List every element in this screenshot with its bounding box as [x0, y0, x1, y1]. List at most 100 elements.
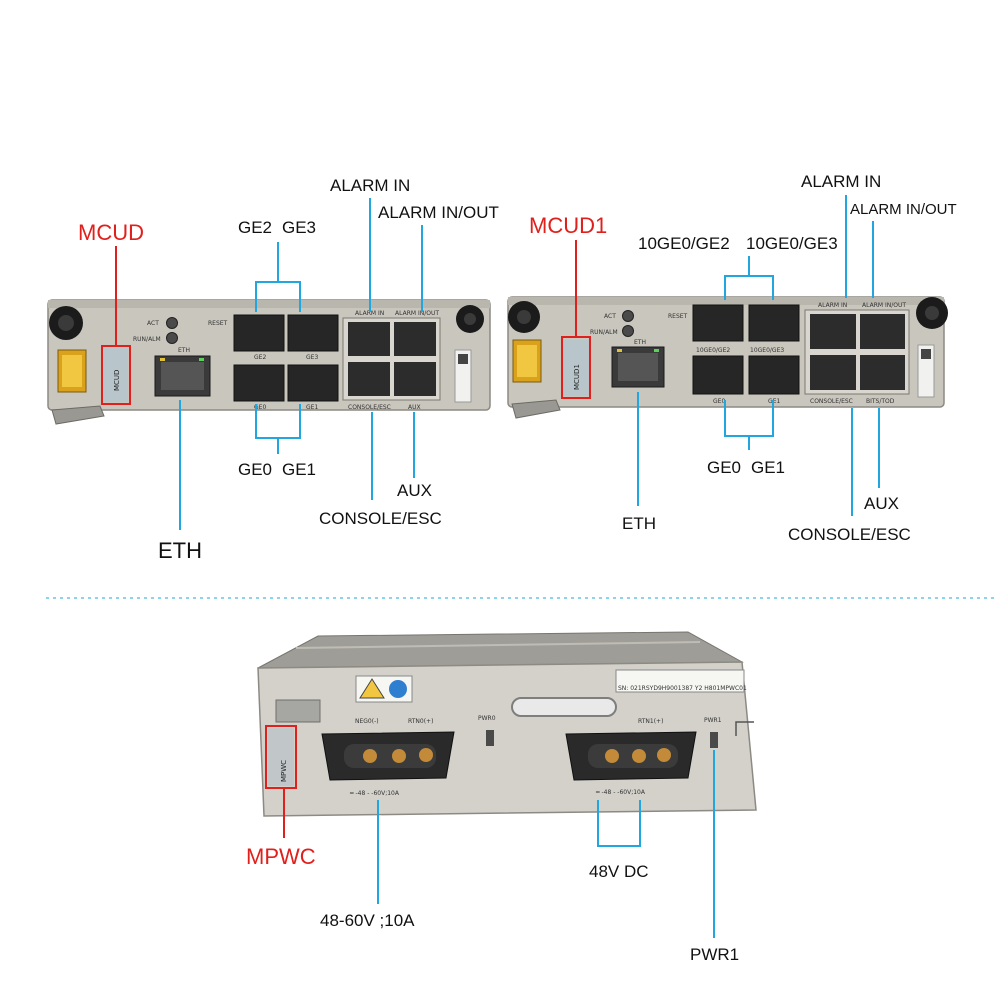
10ge0-ge2-port[interactable]: [692, 304, 744, 342]
mpwc-name-plate: [268, 728, 294, 786]
alarm-in-panel-text: ALARM IN: [818, 302, 847, 309]
mcud-board: MCUD ACT RUN/ALM RESET ETH GE2 GE3 GE0 G…: [47, 299, 491, 425]
act-led-icon: [622, 310, 634, 322]
ejector-lever-icon[interactable]: [511, 399, 561, 419]
eth-port-inner: [161, 362, 204, 390]
bits-tod-port[interactable]: [860, 355, 905, 390]
pin-icon: [363, 749, 377, 763]
mpwc-highlight-box: [265, 725, 297, 789]
ge0-port[interactable]: [233, 364, 285, 402]
thumbscrew-center-icon: [925, 306, 939, 320]
laser-warning-inner: [517, 345, 537, 377]
mpwc-title: MPWC: [246, 844, 316, 869]
ge3-panel-text: 10GE0/GE3: [750, 347, 784, 354]
mpwc-board: SN: 021RSYD9H9001387 Y2 H801MPWC01 MPWC …: [257, 631, 757, 817]
dc-label: 48V DC: [589, 862, 649, 881]
eth-label: ETH: [158, 538, 202, 563]
mcud1-highlight-box: [561, 336, 591, 399]
ge1-panel-text: GE1: [768, 398, 780, 405]
ge0-panel-text: GE0: [713, 398, 725, 405]
thumbscrew-center-icon: [58, 315, 74, 331]
ge3-panel-text: GE3: [306, 354, 318, 361]
pin-icon: [392, 749, 406, 763]
eth-led-icon: [160, 358, 165, 361]
mpwc-vertical-name: MPWC: [280, 760, 288, 782]
chassis-rib: [295, 641, 701, 649]
ge0-label: GE0: [707, 458, 741, 477]
10ge0-ge3-label: 10GE0/GE3: [746, 234, 838, 253]
reset-text: RESET: [208, 320, 228, 327]
alarm-in-out-panel-text: ALARM IN/OUT: [862, 302, 906, 309]
rating-right-text: ═ -48 - -60V;10A: [595, 789, 646, 796]
manual-icon: [389, 680, 407, 698]
mcud1-vertical-name: MCUD1: [573, 364, 581, 390]
pin-icon: [419, 748, 433, 762]
ge0-port[interactable]: [692, 355, 744, 395]
mpwc-annotations: MPWC 48-60V ;10A 48V DC PWR1: [246, 725, 739, 964]
thumbscrew-center-icon: [464, 313, 476, 325]
pwr0-led-icon: [486, 730, 494, 746]
alarm-in-out-port[interactable]: [860, 314, 905, 349]
bits-tod-panel-text: BITS/TOD: [866, 398, 895, 405]
console-label: CONSOLE/ESC: [788, 525, 911, 544]
ge1-label: GE1: [282, 460, 316, 479]
aux-label: AUX: [864, 494, 899, 513]
serial-sticker: [615, 669, 745, 693]
ge0-panel-text: GE0: [254, 404, 266, 411]
aux-port[interactable]: [394, 362, 436, 396]
alarm-in-out-port[interactable]: [394, 322, 436, 356]
qr-code-icon: [458, 354, 468, 364]
console-esc-port[interactable]: [810, 355, 856, 390]
mcud1-board: MCUD1 ACT RUN/ALM RESET ETH 10GE0/GE2 10…: [507, 296, 948, 419]
eth-panel-text: ETH: [634, 339, 646, 346]
mpwc-latch-icon[interactable]: [275, 699, 321, 723]
warning-triangle-icon: [359, 678, 385, 699]
ge1-port[interactable]: [748, 355, 800, 395]
console-esc-port[interactable]: [348, 362, 390, 396]
panel-corner-mark-icon: [735, 721, 754, 736]
pin-icon: [657, 748, 671, 762]
ejector-lever-icon[interactable]: [51, 405, 105, 425]
mpwc-handle-icon[interactable]: [511, 697, 617, 717]
10ge0-ge3-port[interactable]: [748, 304, 800, 342]
eth-led-icon: [654, 349, 659, 352]
ge2-label: GE2: [238, 218, 272, 237]
alarm-in-out-label: ALARM IN/OUT: [378, 203, 499, 222]
pin-icon: [632, 749, 646, 763]
alarm-in-port[interactable]: [348, 322, 390, 356]
thumbscrew-center-icon: [517, 310, 531, 324]
mcud-annotations: MCUD GE2 GE3 ALARM IN ALARM IN/OUT GE0 G…: [78, 176, 499, 563]
serial-text: SN: 021RSYD9H9001387 Y2 H801MPWC01: [618, 685, 747, 692]
alarm-in-label: ALARM IN: [330, 176, 410, 195]
ge2-port[interactable]: [233, 314, 285, 352]
rtn0-text: RTN0(+): [408, 718, 433, 725]
pin-icon: [605, 749, 619, 763]
mcud1-panel-top-edge: [508, 297, 944, 305]
alarm-in-label: ALARM IN: [801, 172, 881, 191]
act-led-icon: [166, 317, 178, 329]
ge3-label: GE3: [282, 218, 316, 237]
ge3-port[interactable]: [287, 314, 339, 352]
eth-port-inner: [618, 353, 658, 381]
ge2-panel-text: GE2: [254, 354, 266, 361]
spec-label: 48-60V ;10A: [320, 911, 415, 930]
ge1-panel-text: GE1: [306, 404, 318, 411]
eth-label: ETH: [622, 514, 656, 533]
console-panel-text: CONSOLE/ESC: [348, 404, 391, 411]
pwr0-text: PWR0: [478, 715, 496, 722]
act-text: ACT: [147, 320, 159, 327]
pwr1-text: PWR1: [704, 717, 722, 724]
mcud-vertical-name: MCUD: [113, 370, 121, 391]
alarm-in-port[interactable]: [810, 314, 856, 349]
pwr1-led-icon: [710, 732, 718, 748]
eth-panel-text: ETH: [178, 347, 190, 354]
run-alm-text: RUN/ALM: [133, 336, 161, 343]
mcud1-annotations: MCUD1 10GE0/GE2 10GE0/GE3 ALARM IN ALARM…: [529, 172, 957, 544]
ge1-port[interactable]: [287, 364, 339, 402]
dc-bracket: [597, 800, 641, 847]
ge0-label: GE0: [238, 460, 272, 479]
console-label: CONSOLE/ESC: [319, 509, 442, 528]
rating-left-text: ═ -48 - -60V;10A: [349, 790, 400, 797]
neg0-text: NEG0(-): [355, 718, 379, 725]
